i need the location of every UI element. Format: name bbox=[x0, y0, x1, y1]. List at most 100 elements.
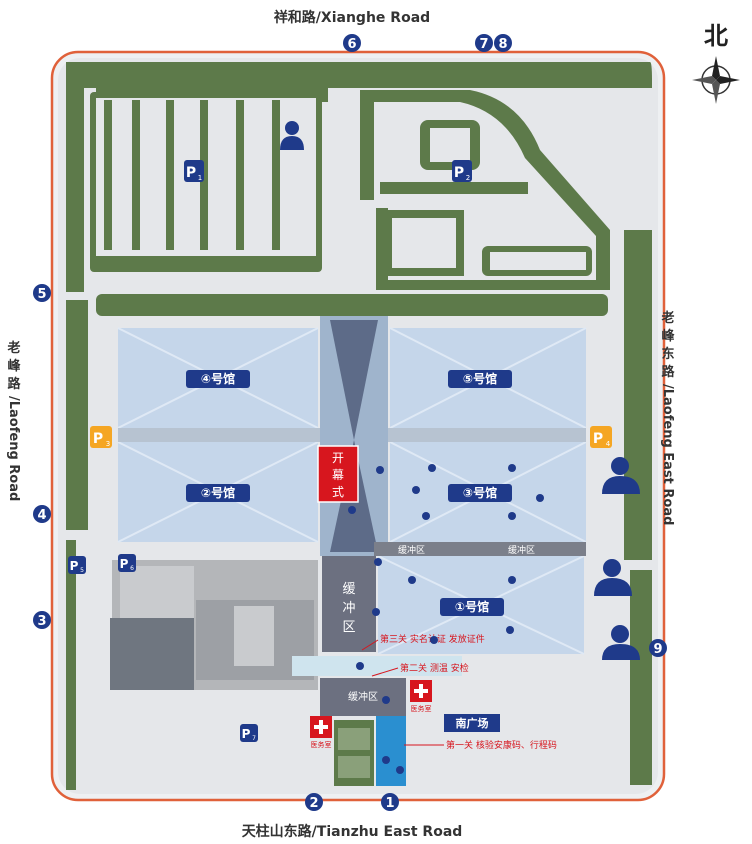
svg-text:老: 老 bbox=[660, 310, 674, 326]
opening-ceremony-box bbox=[317, 445, 359, 503]
parking-lot-1 bbox=[90, 92, 322, 272]
central-spine bbox=[320, 316, 388, 556]
svg-text:7: 7 bbox=[479, 37, 488, 52]
guard-icon-large-4 bbox=[602, 625, 640, 660]
guard-icon-large-3 bbox=[594, 559, 632, 596]
hall-3-badge bbox=[448, 484, 512, 502]
west-building bbox=[110, 560, 318, 690]
guard-icon-small bbox=[348, 464, 544, 774]
svg-text:路: 路 bbox=[661, 364, 675, 380]
medical-label-1: 医务室 bbox=[411, 704, 432, 713]
parking-badge-p7: P 7 bbox=[240, 724, 258, 742]
gate-7: 7 bbox=[475, 34, 493, 52]
hall-3-label: ③号馆 bbox=[463, 485, 497, 500]
hall-4-badge bbox=[186, 370, 250, 388]
svg-text:2: 2 bbox=[466, 174, 470, 182]
buffer-vertical-char-1: 缓 bbox=[342, 582, 355, 597]
svg-text:6: 6 bbox=[130, 565, 134, 572]
gate-1: 1 bbox=[381, 793, 399, 811]
parking-badge-p4: P 4 bbox=[590, 426, 612, 448]
gate-6: 6 bbox=[343, 34, 361, 52]
checkpoint-2-leader bbox=[371, 667, 399, 677]
parking-badge-p1: P 1 bbox=[184, 160, 204, 182]
security-guard-icons bbox=[280, 121, 640, 774]
svg-text:3: 3 bbox=[106, 440, 110, 448]
guard-icon-large-1 bbox=[280, 121, 304, 150]
svg-text:7: 7 bbox=[252, 735, 256, 742]
road-label-south: 天柱山东路/Tianzhu East Road bbox=[242, 823, 463, 840]
gate-3: 3 bbox=[33, 611, 51, 629]
svg-text:5: 5 bbox=[80, 567, 84, 574]
hall-4-label: ④号馆 bbox=[201, 371, 235, 386]
svg-text:路: 路 bbox=[7, 376, 21, 392]
buffer-strip-label-1: 缓冲区 bbox=[398, 544, 425, 556]
svg-text:P: P bbox=[242, 727, 251, 741]
svg-text:/Laofeng East Road: /Laofeng East Road bbox=[660, 384, 675, 525]
south-entry: 缓冲区 bbox=[292, 656, 462, 786]
svg-text:峰: 峰 bbox=[7, 358, 21, 374]
opening-char-1: 开 bbox=[332, 451, 344, 465]
buffer-zone-south-label: 缓冲区 bbox=[348, 690, 378, 703]
parking-badge-p2: P 2 bbox=[452, 160, 472, 182]
svg-text:东: 东 bbox=[661, 346, 674, 362]
hall-5-label: ⑤号馆 bbox=[463, 371, 497, 386]
road-label-east: 老 峰 东 路 /Laofeng East Road bbox=[660, 310, 675, 525]
buffer-vertical-char-2: 冲 bbox=[342, 601, 355, 616]
medical-icon-1 bbox=[410, 680, 432, 702]
svg-text:5: 5 bbox=[37, 287, 46, 302]
svg-text:6: 6 bbox=[347, 37, 356, 52]
green-belts bbox=[66, 62, 652, 790]
parking-badge-p5: P 5 bbox=[68, 556, 86, 574]
svg-text:P: P bbox=[93, 431, 103, 447]
svg-text:P: P bbox=[593, 431, 603, 447]
svg-text:8: 8 bbox=[498, 37, 507, 52]
svg-text:老: 老 bbox=[6, 340, 20, 356]
hall-1-roof bbox=[377, 555, 585, 655]
svg-text:/Laofeng Road: /Laofeng Road bbox=[6, 396, 21, 501]
opening-char-3: 式 bbox=[332, 485, 344, 499]
svg-text:P: P bbox=[70, 559, 79, 573]
svg-text:2: 2 bbox=[309, 796, 318, 811]
gate-4: 4 bbox=[33, 505, 51, 523]
south-plaza-badge bbox=[444, 714, 500, 732]
svg-text:1: 1 bbox=[385, 796, 394, 811]
parking-lot-2 bbox=[360, 90, 610, 290]
medical-icon-2 bbox=[310, 716, 332, 738]
checkpoint-2-note: 第二关 测温 安检 bbox=[400, 662, 469, 674]
svg-text:4: 4 bbox=[37, 508, 46, 523]
svg-text:3: 3 bbox=[37, 614, 46, 629]
hall-2-label: ②号馆 bbox=[201, 485, 235, 500]
buffer-strip-label-2: 缓冲区 bbox=[508, 544, 535, 556]
svg-text:4: 4 bbox=[606, 440, 611, 448]
compass-rose-icon bbox=[692, 56, 740, 104]
buffer-vertical-char-3: 区 bbox=[342, 620, 355, 635]
road-label-west: 老 峰 路 /Laofeng Road bbox=[6, 340, 21, 501]
gate-9: 9 bbox=[649, 639, 667, 657]
parking-badge-p6: P 6 bbox=[118, 554, 136, 572]
svg-text:P: P bbox=[454, 165, 464, 181]
medical-label-2: 医务室 bbox=[311, 740, 332, 749]
parking-badge-p3: P 3 bbox=[90, 426, 112, 448]
svg-text:峰: 峰 bbox=[661, 328, 675, 344]
road-label-north: 祥和路/Xianghe Road bbox=[274, 9, 430, 26]
south-plaza-label: 南广场 bbox=[456, 716, 489, 730]
hall-1-badge bbox=[440, 598, 504, 616]
checkpoint-3-leader bbox=[361, 639, 379, 651]
gate-8: 8 bbox=[494, 34, 512, 52]
buffer-zone-vertical bbox=[322, 556, 376, 652]
gate-2: 2 bbox=[305, 793, 323, 811]
hall-5-badge bbox=[448, 370, 512, 388]
svg-text:9: 9 bbox=[653, 642, 662, 657]
svg-text:1: 1 bbox=[198, 174, 202, 182]
hall-1-label: ①号馆 bbox=[455, 599, 489, 614]
hall-2-badge bbox=[186, 484, 250, 502]
svg-text:P: P bbox=[120, 557, 129, 571]
checkpoint-1-note: 第一关 核验安康码、行程码 bbox=[446, 739, 557, 751]
gate-5: 5 bbox=[33, 284, 51, 302]
guard-icon-large-2 bbox=[602, 457, 640, 494]
opening-char-2: 幕 bbox=[332, 468, 344, 482]
buffer-strip bbox=[374, 542, 586, 556]
svg-text:P: P bbox=[186, 165, 196, 181]
compass-north-label: 北 bbox=[704, 22, 728, 50]
